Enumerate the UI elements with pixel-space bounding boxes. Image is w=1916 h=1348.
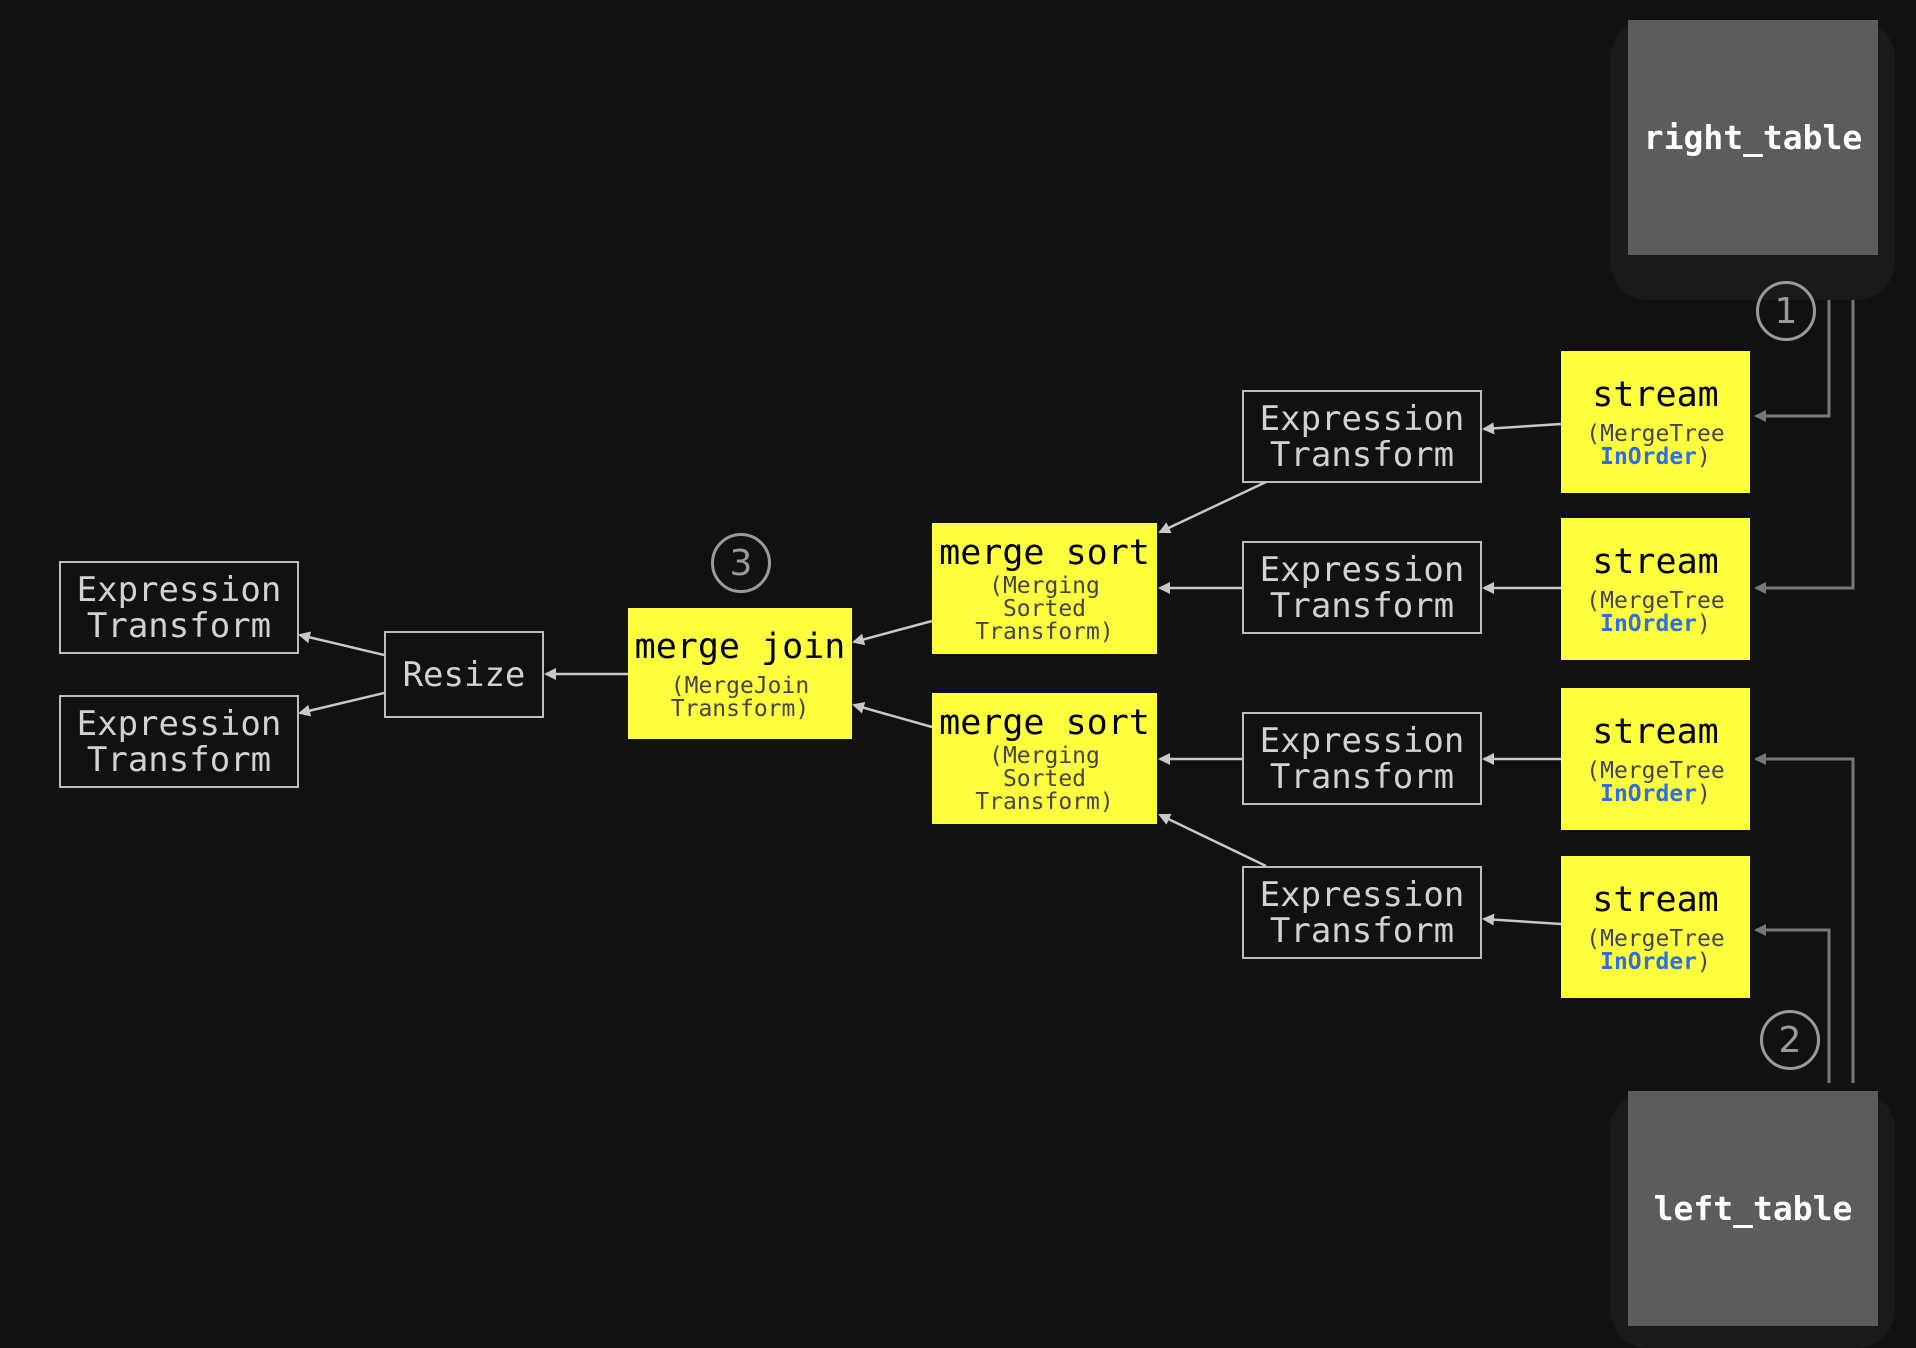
stream-subtitle: (MergeTree InOrder) [1586,758,1725,807]
edge-left-table-stream-3 [1754,753,1855,1083]
stream-highlight: InOrder [1600,444,1698,470]
merge-sort-node-2[interactable]: merge sort (Merging Sorted Transform) [932,693,1157,824]
edge-expr-4-merge-sort-2 [1158,813,1267,868]
pipeline-edges [298,422,1562,926]
step-marker-3: 3 [711,533,771,593]
edge-expr-1-merge-sort-1 [1158,480,1267,534]
merge-join-subtitle: (MergeJoin Transform) [670,672,810,722]
merge-join-title: merge join [634,626,846,667]
step-marker-1: 1 [1756,281,1816,341]
merge-sort-subtitle: (Merging Sorted Transform) [975,743,1114,815]
merge-sort-title: merge sort [939,533,1150,573]
edge-left-table-stream-4 [1754,924,1831,1083]
edge-right-table-stream-2 [1754,264,1855,594]
expression-transform-node-1[interactable]: Expression Transform [1242,390,1482,483]
edge-merge-sort-2-merge-join [852,701,933,729]
step-marker-2: 2 [1760,1010,1820,1070]
stream-highlight: InOrder [1600,949,1698,975]
expression-transform-left-1[interactable]: Expression Transform [59,561,299,654]
stream-highlight: InOrder [1600,611,1698,637]
expression-transform-left-2[interactable]: Expression Transform [59,695,299,788]
expression-transform-node-2[interactable]: Expression Transform [1242,541,1482,634]
edge-resize-expr-left-2 [298,691,385,717]
stream-title: stream [1592,542,1719,582]
merge-sort-subtitle: (Merging Sorted Transform) [975,573,1114,645]
stream-node-3[interactable]: stream (MergeTree InOrder) [1561,688,1750,830]
stream-node-2[interactable]: stream (MergeTree InOrder) [1561,518,1750,660]
stream-subtitle: (MergeTree InOrder) [1586,421,1725,470]
edge-resize-expr-left-1 [298,631,385,657]
merge-sort-node-1[interactable]: merge sort (Merging Sorted Transform) [932,523,1157,654]
edge-merge-sort-1-merge-join [852,619,933,646]
left-table[interactable]: left_table [1628,1091,1878,1326]
expression-transform-node-3[interactable]: Expression Transform [1242,712,1482,805]
stream-title: stream [1592,712,1719,752]
expression-transform-node-4[interactable]: Expression Transform [1242,866,1482,959]
resize-node[interactable]: Resize [384,631,544,718]
edge-stream-1-expr-1 [1482,422,1562,435]
edge-stream-4-expr-4 [1482,913,1562,926]
stream-node-1[interactable]: stream (MergeTree InOrder) [1561,351,1750,493]
stream-subtitle: (MergeTree InOrder) [1586,588,1725,637]
right-table[interactable]: right_table [1628,20,1878,255]
stream-highlight: InOrder [1600,781,1698,807]
stream-node-4[interactable]: stream (MergeTree InOrder) [1561,856,1750,998]
table-edges [1754,264,1855,1083]
merge-join-node[interactable]: merge join (MergeJoin Transform) [628,608,852,739]
edge-right-table-stream-1 [1754,264,1831,422]
stream-title: stream [1592,375,1719,415]
stream-subtitle: (MergeTree InOrder) [1586,926,1725,975]
merge-sort-title: merge sort [939,703,1150,743]
stream-title: stream [1592,880,1719,920]
